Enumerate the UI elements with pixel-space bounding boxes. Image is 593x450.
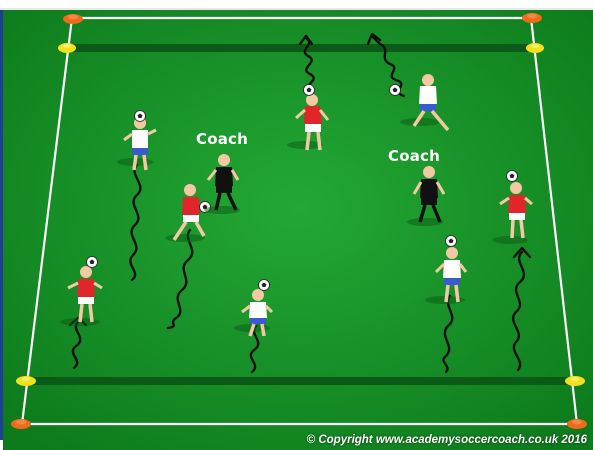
copyright-text: © Copyright www.academysoccercoach.co.uk… [307, 434, 587, 446]
cone-bottom-left [11, 419, 31, 429]
cone-upper-right [526, 43, 544, 53]
cone-top-left [63, 14, 83, 24]
cone-lower-left [16, 376, 36, 386]
bottom-end-zone [26, 377, 575, 385]
cone-upper-left [58, 43, 76, 53]
top-end-zone [68, 44, 536, 52]
coach-label-left: Coach [196, 130, 248, 148]
coach-label-right: Coach [388, 147, 440, 165]
cone-top-right [522, 13, 542, 23]
cone-bottom-right [567, 419, 587, 429]
cone-lower-right [565, 376, 585, 386]
